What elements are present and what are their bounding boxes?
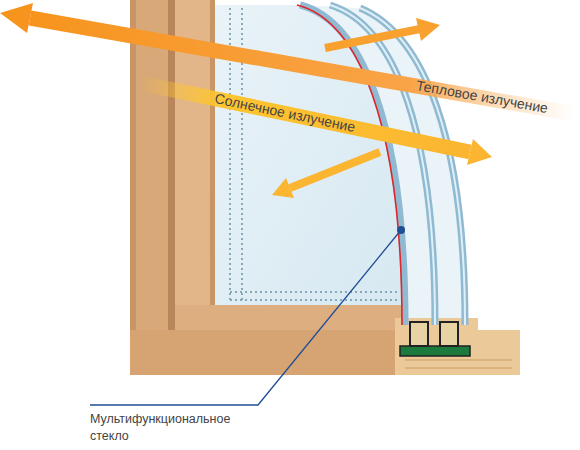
arrow-head [272,178,294,198]
sealant [400,346,470,356]
spacer [410,322,428,346]
pane-edge [360,8,465,325]
profile-section [395,318,520,375]
wood-grain [405,360,512,368]
spacer-edge [230,299,400,301]
spacer [440,322,458,346]
arrow-head [416,18,440,41]
pane-highlight [360,8,465,325]
leader-dot [397,226,405,234]
callout-label: Мультифункциональное стекло [90,411,260,445]
leader-line [90,230,401,405]
spacer-edge [230,291,400,293]
arrow-head [467,139,492,165]
sash-bottom [175,305,405,330]
arrow-head [0,3,33,33]
glass-gap [300,5,465,325]
frame-left [130,0,175,375]
thermal-reflection [325,29,420,48]
frame-edge [130,0,136,375]
solar-reflection [290,152,380,188]
